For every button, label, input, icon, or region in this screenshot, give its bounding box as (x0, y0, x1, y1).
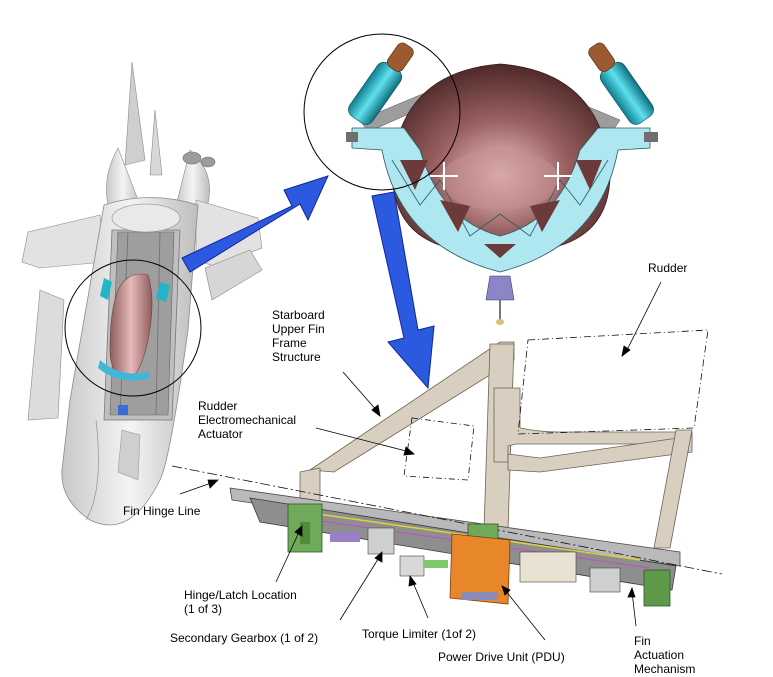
label-fin-actuation: Fin Actuation Mechanism (634, 634, 695, 676)
arrow-to-fin (371, 191, 435, 390)
orbiter-illustration (21, 61, 263, 526)
label-line: Upper Fin (272, 322, 325, 336)
label-line: Frame (272, 336, 307, 350)
label-starboard-upper-fin-frame: Starboard Upper Fin Frame Structure (272, 308, 325, 364)
label-line: (1 of 3) (184, 602, 223, 616)
label-line: Electromechanical (198, 413, 297, 427)
label-torque-limiter: Torque Limiter (1of 2) (362, 627, 477, 641)
label-rudder: Rudder (648, 261, 688, 275)
label-pdu: Power Drive Unit (PDU) (438, 650, 565, 664)
label-line: Hinge/Latch Location (184, 588, 297, 602)
label-line: Rudder (198, 399, 238, 413)
leader-lines (179, 281, 662, 641)
aft-structure-detail (303, 33, 658, 325)
label-line: Actuator (198, 427, 243, 441)
arrow-to-detail (181, 175, 329, 273)
label-line: Actuation (634, 648, 685, 662)
label-line: Structure (272, 350, 321, 364)
label-line: Mechanism (634, 662, 696, 676)
label-hinge-latch: Hinge/Latch Location (1 of 3) (184, 588, 297, 616)
label-rudder-ema: Rudder Electromechanical Actuator (198, 399, 296, 441)
label-line: Starboard (272, 308, 325, 322)
label-secondary-gearbox: Secondary Gearbox (1 of 2) (170, 631, 319, 645)
label-fin-hinge-line: Fin Hinge Line (123, 504, 201, 518)
fin-structure (171, 329, 723, 607)
label-line: Fin (634, 634, 651, 648)
